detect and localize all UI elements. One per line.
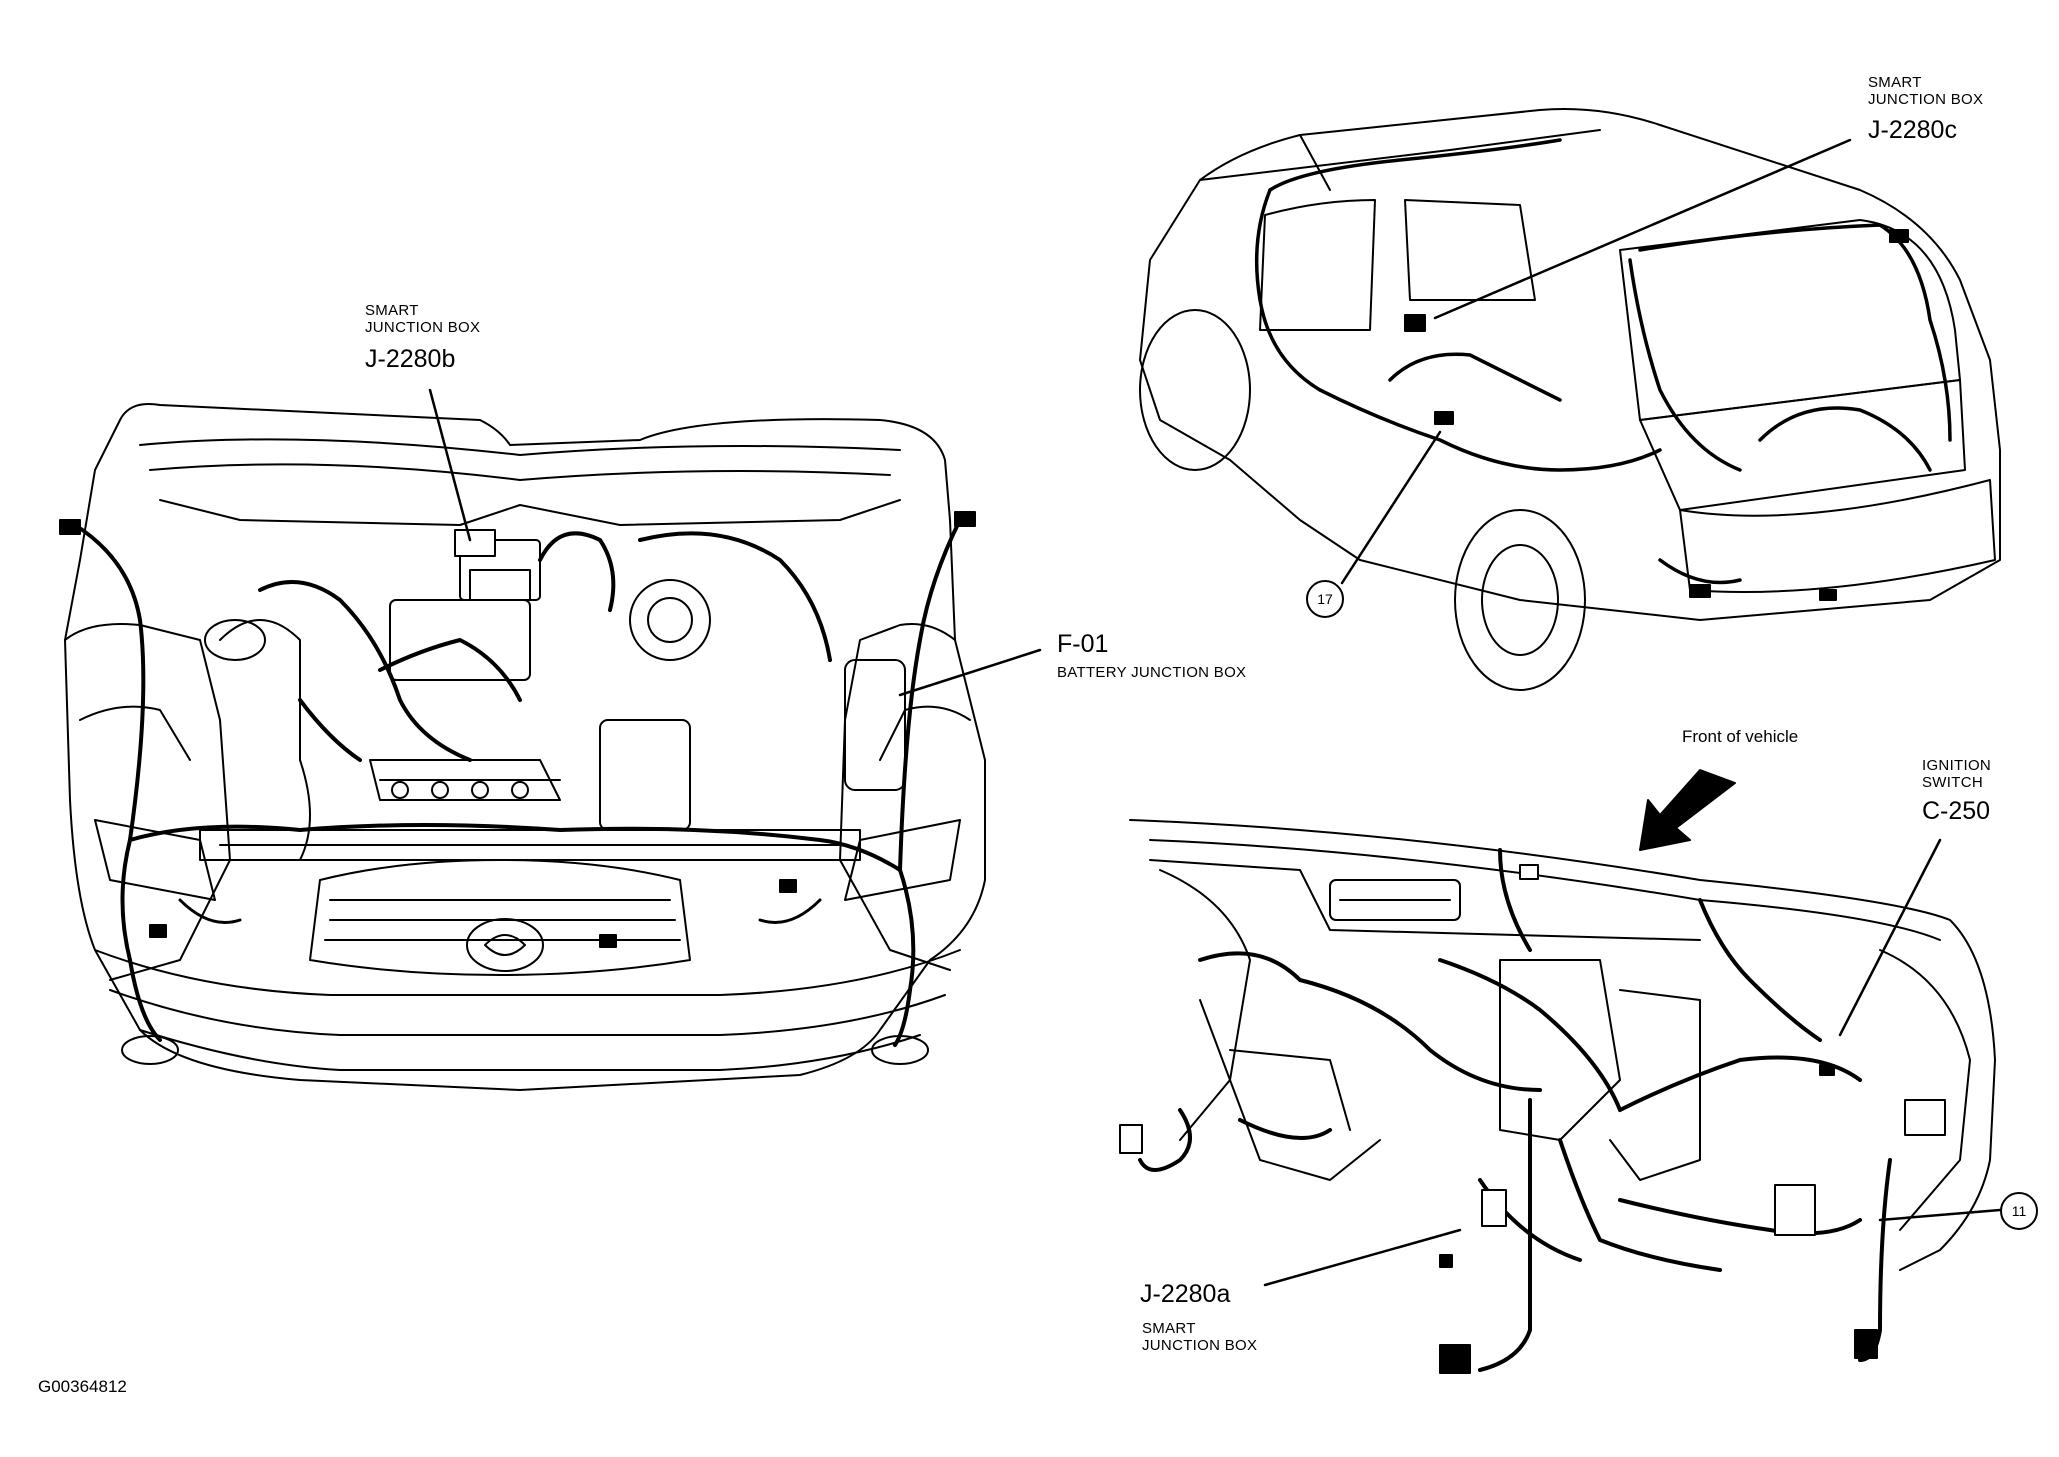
sjb-b-title-line-2: JUNCTION BOX xyxy=(365,319,481,337)
ignition-switch-title: IGNITION SWITCH xyxy=(1922,757,1991,792)
sjb-b-title: SMART JUNCTION BOX xyxy=(365,302,480,337)
sjb-c-title: SMART JUNCTION BOX xyxy=(1868,74,1983,109)
engine-bay-illustration xyxy=(59,388,1042,1091)
ignition-title-line-1: IGNITION xyxy=(1922,757,1992,774)
leader-11 xyxy=(1878,1208,2002,1222)
sjb-a-code: J-2280a xyxy=(1140,1280,1231,1308)
instrument-panel-illustration xyxy=(1119,819,2002,1374)
sjb-a-title-line-1: SMART xyxy=(1142,1320,1196,1337)
battery-junction-code: F-01 xyxy=(1057,630,1109,658)
leader-j2280a xyxy=(1263,1228,1462,1287)
rear-suv-illustration xyxy=(1139,108,2001,691)
leader-17 xyxy=(1340,430,1442,585)
callout-17: 17 xyxy=(1306,580,1344,618)
sjb-a-title: SMART JUNCTION BOX xyxy=(1142,1320,1257,1355)
callout-11: 11 xyxy=(2000,1192,2038,1230)
ignition-title-line-2: SWITCH xyxy=(1922,774,1983,792)
sjb-b-code: J-2280b xyxy=(365,345,456,373)
sjb-c-code: J-2280c xyxy=(1868,116,1957,144)
battery-junction-title: BATTERY JUNCTION BOX xyxy=(1057,664,1247,681)
leader-f01 xyxy=(898,648,1042,697)
front-of-vehicle-label: Front of vehicle xyxy=(1682,727,1799,746)
sjb-c-title-line-2: JUNCTION BOX xyxy=(1868,91,1984,109)
sjb-c-title-line-1: SMART xyxy=(1868,74,1922,91)
front-of-vehicle-arrow xyxy=(1639,769,1736,851)
sjb-a-title-line-2: JUNCTION BOX xyxy=(1142,1337,1258,1355)
sjb-b-title-line-1: SMART xyxy=(365,302,419,319)
figure-id: G00364812 xyxy=(38,1377,127,1396)
leader-c250 xyxy=(1838,838,1942,1037)
leader-j2280b xyxy=(428,388,472,542)
leader-j2280c xyxy=(1433,138,1852,320)
ignition-switch-code: C-250 xyxy=(1922,797,1991,825)
